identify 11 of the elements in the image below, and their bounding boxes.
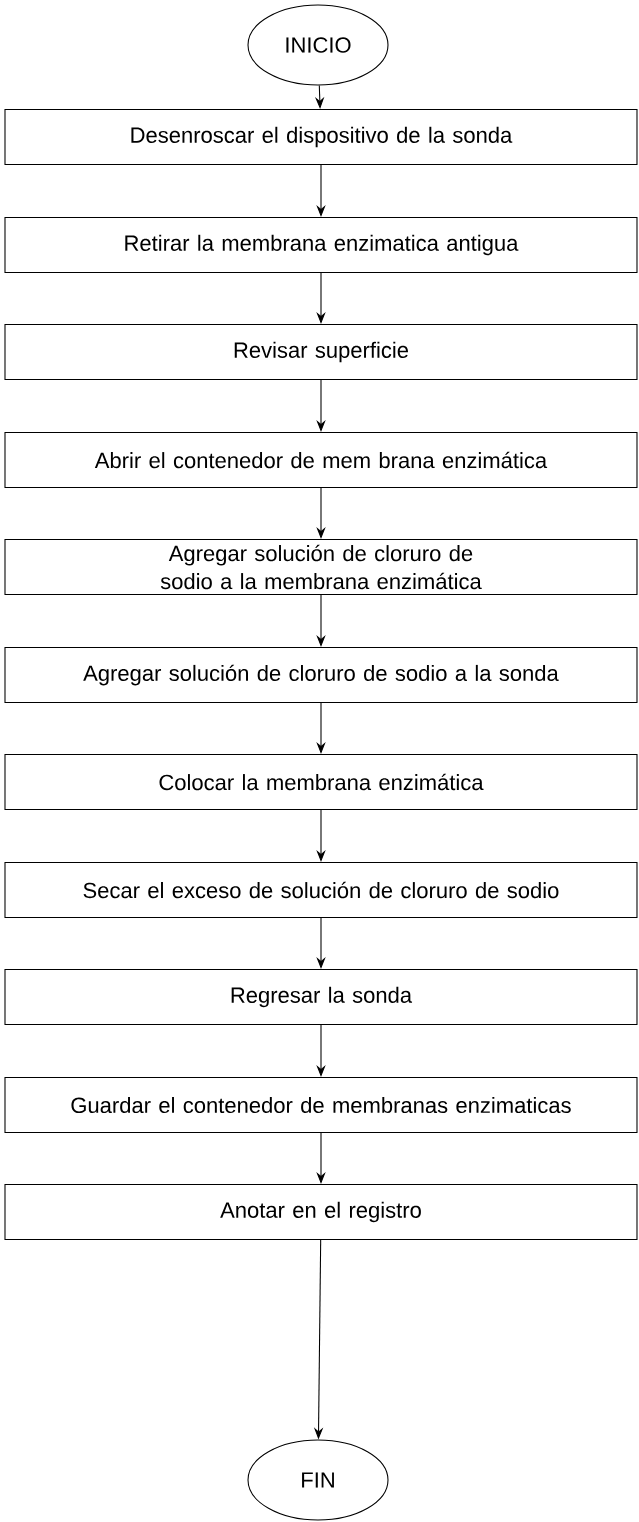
process-box: Abrir el contenedor de mem brana enzimática xyxy=(4,432,638,488)
process-box: Anotar en el registro xyxy=(4,1184,638,1240)
process-box: Secar el exceso de solución de cloruro de sodio xyxy=(4,862,638,918)
process-box: Guardar el contenedor de membranas enzimaticas xyxy=(4,1077,638,1133)
process-box: Regresar la sonda xyxy=(4,969,638,1025)
process-box: Agregar solución de cloruro de sodio a la sonda xyxy=(4,647,638,703)
process-box: Revisar superficie xyxy=(4,324,638,381)
process-box: Desenroscar el dispositivo de la sonda xyxy=(4,109,638,166)
process-box: Agregar solución de cloruro de sodio a la membrana enzimática xyxy=(4,539,638,595)
process-box: Retirar la membrana enzimatica antigua xyxy=(4,217,638,274)
process-box: Colocar la membrana enzimática xyxy=(4,754,638,810)
